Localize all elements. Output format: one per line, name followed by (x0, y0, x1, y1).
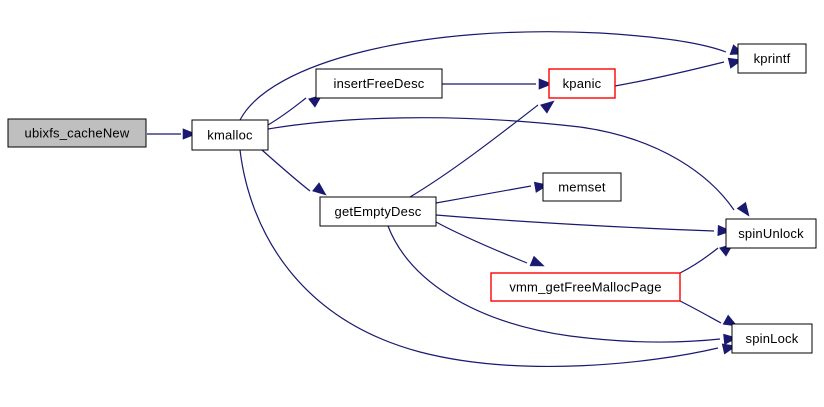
edge-line (239, 149, 719, 368)
edge-getEmptyDesc-to-spinLock (387, 225, 738, 345)
edge-line (267, 117, 735, 211)
edge-line (435, 214, 715, 232)
node-kprintf[interactable]: kprintf (737, 43, 807, 74)
node-box[interactable] (315, 68, 443, 99)
edge-line (267, 97, 307, 126)
node-box[interactable] (319, 196, 437, 227)
edge-line (239, 31, 727, 121)
edge-line (614, 61, 725, 87)
arrowhead-icon (538, 78, 553, 90)
arrowhead-icon (312, 182, 327, 196)
node-kmalloc[interactable]: kmalloc (191, 119, 269, 151)
arrowhead-icon (723, 333, 738, 345)
node-insertFreeDesc[interactable]: insertFreeDesc (315, 68, 443, 99)
edges-layer (147, 31, 750, 368)
edge-line (261, 149, 311, 192)
node-box[interactable] (7, 118, 147, 148)
edge-line (679, 300, 722, 324)
edge-line (435, 185, 532, 204)
node-box[interactable] (191, 119, 269, 151)
edge-kmalloc-to-spinLock (239, 149, 737, 368)
node-vmm_getFreeMallocPage[interactable]: vmm_getFreeMallocPage (490, 272, 681, 302)
edge-kmalloc-to-spinUnlock (267, 117, 750, 217)
node-ubixfs_cacheNew[interactable]: ubixfs_cacheNew (7, 118, 147, 148)
edge-vmm_getFreeMallocPage-to-spinLock (679, 300, 738, 327)
node-box[interactable] (737, 43, 807, 74)
arrowhead-icon (717, 224, 732, 237)
edge-getEmptyDesc-to-vmm_getFreeMallocPage (435, 221, 545, 267)
node-getEmptyDesc[interactable]: getEmptyDesc (319, 196, 437, 227)
edge-getEmptyDesc-to-kpanic (409, 100, 555, 198)
edge-line (409, 104, 539, 198)
node-memset[interactable]: memset (542, 172, 622, 202)
node-kpanic[interactable]: kpanic (548, 68, 616, 99)
arrowhead-icon (529, 255, 545, 267)
node-box[interactable] (542, 172, 622, 202)
edge-kpanic-to-kprintf (614, 57, 743, 87)
edge-kmalloc-to-getEmptyDesc (261, 149, 327, 196)
edge-getEmptyDesc-to-memset (435, 181, 549, 204)
node-spinUnlock[interactable]: spinUnlock (725, 218, 817, 249)
arrowhead-icon (182, 128, 197, 140)
arrowhead-icon (722, 314, 738, 327)
edge-ubixfs_cacheNew-to-kmalloc (147, 128, 197, 140)
edge-line (679, 247, 719, 274)
edge-insertFreeDesc-to-kpanic (442, 78, 553, 90)
arrowhead-icon (736, 201, 750, 217)
arrowhead-icon (540, 100, 555, 114)
node-box[interactable] (725, 218, 817, 249)
node-box[interactable] (548, 68, 616, 99)
node-box[interactable] (490, 272, 681, 302)
node-spinLock[interactable]: spinLock (731, 323, 813, 354)
node-box[interactable] (731, 323, 813, 354)
nodes-layer: ubixfs_cacheNew kmalloc insertFreeDesc kpan… (7, 43, 817, 354)
edge-line (387, 225, 721, 343)
edge-getEmptyDesc-to-spinUnlock (435, 214, 732, 237)
edge-line (435, 221, 528, 264)
